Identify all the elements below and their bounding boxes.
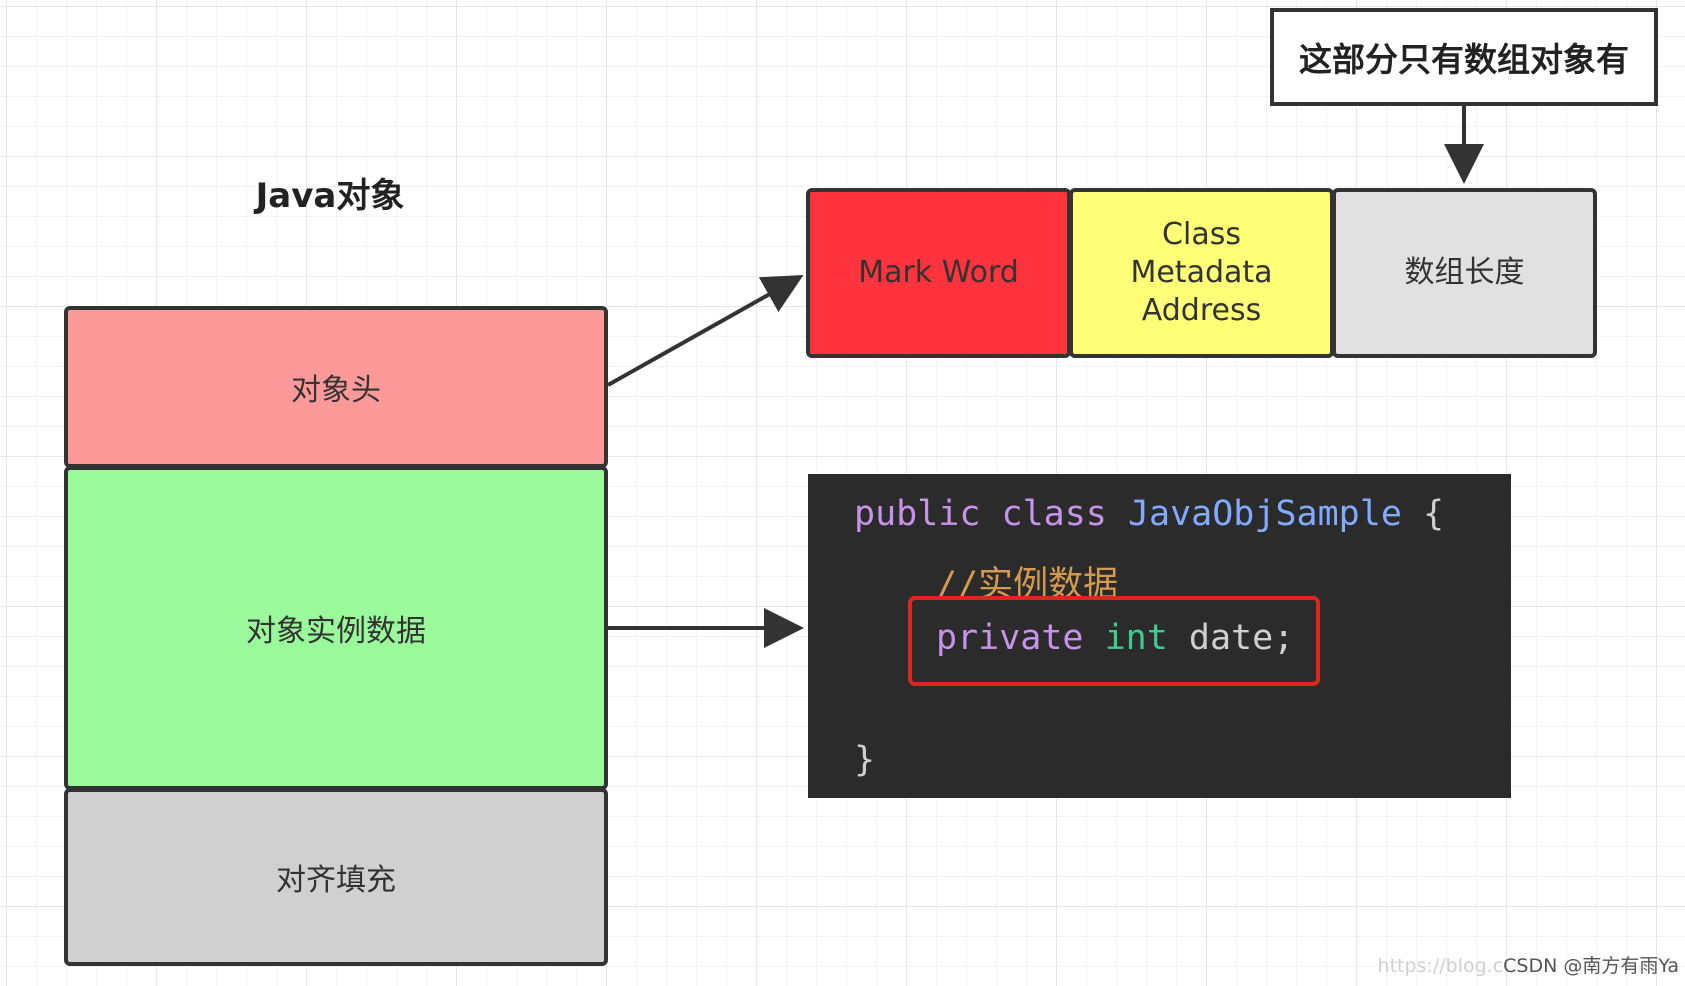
code-line-field: private int date;	[936, 618, 1294, 658]
close-brace: }	[854, 740, 876, 780]
keyword-public: public	[854, 494, 981, 534]
field-name: date;	[1188, 618, 1295, 658]
array-length-label: 数组长度	[1404, 255, 1525, 290]
code-line-class-declaration: public class JavaObjSample {	[854, 494, 1444, 534]
padding-block: 对齐填充	[64, 788, 608, 966]
object-header-block: 对象头	[64, 306, 608, 468]
keyword-class: class	[1001, 494, 1107, 534]
diagram-title: Java对象	[255, 176, 405, 216]
object-header-label: 对象头	[291, 373, 381, 408]
class-name: JavaObjSample	[1127, 494, 1402, 534]
array-only-note-text: 这部分只有数组对象有	[1299, 40, 1629, 79]
type-int: int	[1104, 618, 1168, 658]
code-sample-panel: public class JavaObjSample { //实例数据 priv…	[808, 474, 1511, 798]
array-length-block: 数组长度	[1332, 188, 1597, 358]
watermark: https://blog.cCSDN @南方有雨Ya	[1378, 951, 1679, 978]
array-only-note: 这部分只有数组对象有	[1270, 8, 1658, 106]
mark-word-label: Mark Word	[858, 255, 1019, 290]
instance-data-label: 对象实例数据	[246, 614, 426, 649]
class-metadata-block: Class Metadata Address	[1069, 188, 1334, 358]
arrow-header-to-parts	[607, 275, 804, 387]
class-metadata-label: Class Metadata Address	[1130, 217, 1273, 328]
keyword-private: private	[936, 618, 1084, 658]
padding-label: 对齐填充	[276, 863, 396, 898]
instance-data-block: 对象实例数据	[64, 466, 608, 790]
watermark-url: https://blog.c	[1377, 955, 1504, 977]
open-brace: {	[1422, 494, 1445, 534]
mark-word-block: Mark Word	[806, 188, 1071, 358]
field-highlight-box	[908, 596, 1320, 686]
watermark-text: CSDN @南方有雨Ya	[1503, 955, 1679, 977]
